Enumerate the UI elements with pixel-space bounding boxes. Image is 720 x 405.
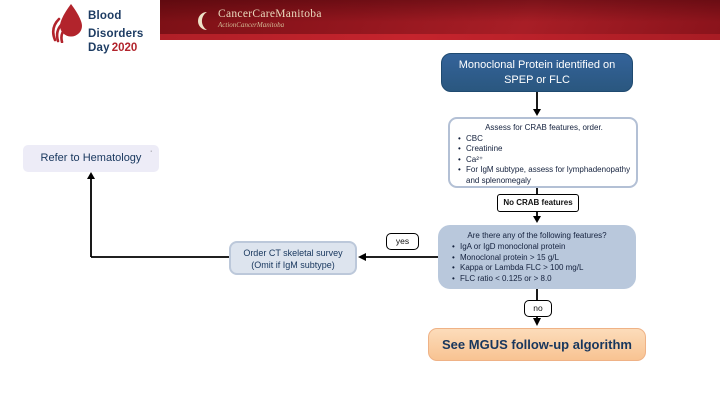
blood-logo-year: 2020 — [111, 42, 138, 54]
blood-logo-text: Blood Disorders Day 2020 — [88, 3, 144, 55]
crescent-moon-icon — [195, 8, 213, 39]
blood-disorders-day-logo: Blood Disorders Day 2020 — [50, 3, 144, 55]
feature-item-protein-15: Monoclonal protein > 15 g/L — [450, 253, 630, 264]
blood-logo-line2: Disorders — [88, 28, 144, 40]
ccmb-logo-tagline: ActionCancerManitoba — [218, 21, 285, 29]
feature-item-flc-ratio: FLC ratio < 0.125 or > 8.0 — [450, 274, 630, 285]
blood-logo-line3: Day — [88, 42, 110, 54]
features-list: IgA or IgD monoclonal protein Monoclonal… — [450, 242, 630, 284]
mgus-followup-node: See MGUS follow-up algorithm — [428, 328, 646, 361]
refer-to-hematology-node: Refer to Hematology — [23, 145, 159, 172]
arrowhead-up-icon — [87, 172, 95, 179]
arrowhead-down-icon — [533, 318, 541, 326]
no-branch-label: no — [524, 300, 552, 317]
assess-item-calcium: Ca²⁺ — [456, 155, 632, 166]
arrowhead-down-icon — [533, 109, 541, 116]
ct-skeletal-survey-node: Order CT skeletal survey (Omit if IgM su… — [229, 241, 357, 275]
cancercare-manitoba-logo: CancerCareManitoba ActionCancerManitoba — [195, 8, 322, 39]
features-question-node: Are there any of the following features?… — [438, 225, 636, 289]
ccmb-logo-name: CancerCareManitoba — [218, 8, 322, 20]
assess-crab-title: Assess for CRAB features, order. — [485, 123, 603, 132]
arrowhead-left-icon — [358, 253, 366, 261]
assess-item-creatinine: Creatinine — [456, 144, 632, 155]
header-red-banner — [160, 0, 720, 40]
ct-box-line1: Order CT skeletal survey — [243, 248, 343, 258]
feature-item-iga-igd: IgA or IgD monoclonal protein — [450, 242, 630, 253]
blood-drop-icon — [50, 3, 84, 55]
assess-item-igm: For IgM subtype, assess for lymphadenopa… — [456, 165, 632, 186]
feature-item-flc-100: Kappa or Lambda FLC > 100 mg/L — [450, 263, 630, 274]
arrowhead-down-icon — [533, 216, 541, 223]
assess-crab-list: CBC Creatinine Ca²⁺ For IgM subtype, ass… — [456, 134, 632, 186]
start-node-monoclonal-protein: Monoclonal Protein identified on SPEP or… — [441, 53, 633, 92]
refer-footnote-mark: · — [150, 148, 153, 155]
features-question-title: Are there any of the following features? — [467, 231, 607, 240]
assess-crab-node: Assess for CRAB features, order. CBC Cre… — [448, 117, 638, 188]
ct-box-line2: (Omit if IgM subtype) — [251, 260, 335, 270]
blood-logo-line1: Blood — [88, 10, 122, 22]
assess-item-cbc: CBC — [456, 134, 632, 145]
no-crab-features-label: No CRAB features — [497, 194, 579, 212]
yes-branch-label: yes — [386, 233, 419, 250]
